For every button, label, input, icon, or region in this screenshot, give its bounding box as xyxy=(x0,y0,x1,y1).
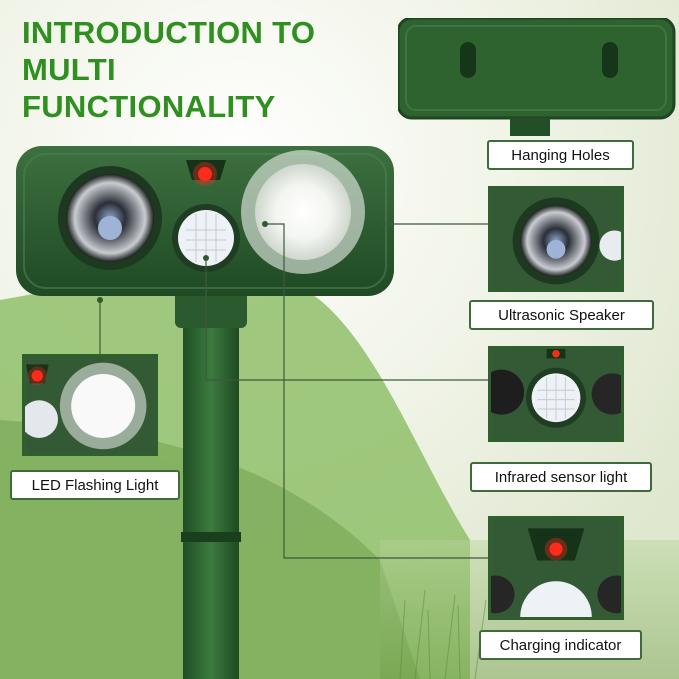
infrared-sensor-closeup xyxy=(488,346,624,442)
hanging-holes-label: Hanging Holes xyxy=(487,140,634,170)
charging-indicator-closeup xyxy=(488,516,624,620)
title-line-1: INTRODUCTION TO xyxy=(22,15,316,50)
charging-indicator-label: Charging indicator xyxy=(479,630,642,660)
led-light-closeup xyxy=(22,354,158,456)
ultrasonic-speaker-label: Ultrasonic Speaker xyxy=(469,300,654,330)
ultrasonic-speaker-closeup xyxy=(488,186,624,292)
title-line-2: MULTI xyxy=(22,52,116,87)
page-title: INTRODUCTION TO MULTI FUNCTIONALITY xyxy=(22,14,382,125)
hanging-holes-closeup xyxy=(398,18,676,136)
title-line-3: FUNCTIONALITY xyxy=(22,89,276,124)
infrared-sensor-label: Infrared sensor light xyxy=(470,462,652,492)
led-flashing-label: LED Flashing Light xyxy=(10,470,180,500)
